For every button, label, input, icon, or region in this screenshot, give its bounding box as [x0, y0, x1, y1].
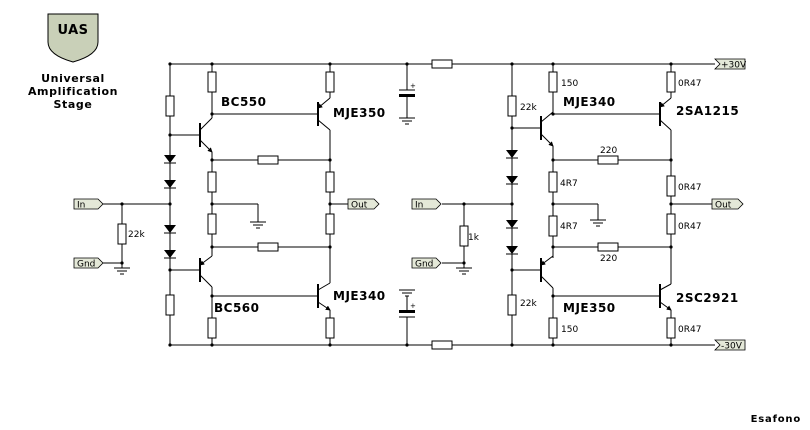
right-out-emitter-bottom-label: 0R47 — [678, 222, 701, 232]
rail-resistor-bottom — [431, 340, 453, 350]
svg-text:+: + — [410, 302, 416, 310]
svg-text:In: In — [77, 201, 85, 211]
svg-text:Gnd: Gnd — [415, 260, 433, 270]
right-input-resistor-label: 1k — [468, 233, 480, 243]
right-feedback-top-label: 220 — [600, 146, 617, 156]
decoupling-cap-top: + — [398, 64, 416, 125]
title-line-1: Universal — [41, 72, 105, 85]
left-bias-resistor-top — [165, 95, 175, 117]
left-input-resistor — [117, 223, 127, 245]
port-gnd-right: Gnd — [411, 257, 442, 270]
svg-text:Out: Out — [715, 201, 732, 211]
right-q4-label: 2SC2921 — [676, 291, 739, 305]
right-q1-label: MJE340 — [563, 95, 616, 109]
right-bias-bottom-label: 22k — [520, 299, 537, 309]
svg-text:+30V: +30V — [721, 61, 747, 71]
logo: UAS Universal Amplification Stage — [28, 13, 118, 111]
right-emitter-top-label: 4R7 — [560, 179, 578, 189]
port-in-left: In — [73, 198, 104, 211]
svg-text:-30V: -30V — [721, 342, 743, 352]
svg-text:Out: Out — [351, 201, 368, 211]
credit-text: Esafono — [751, 414, 801, 425]
svg-text:+: + — [410, 82, 416, 90]
port-in-right: In — [411, 198, 442, 211]
svg-text:In: In — [415, 201, 423, 211]
svg-text:Gnd: Gnd — [77, 260, 95, 270]
title-line-2: Amplification — [28, 85, 118, 98]
port-out-left: Out — [347, 198, 380, 211]
title-line-3: Stage — [54, 98, 93, 111]
right-driver-top-label: 150 — [561, 79, 578, 89]
right-driver-bottom-label: 150 — [561, 325, 578, 335]
port-vneg: -30V — [714, 339, 746, 352]
right-bias-top-label: 22k — [520, 103, 537, 113]
right-emitter-bottom-label: 4R7 — [560, 222, 578, 232]
left-circuit: 22k BC550 BC560 — [100, 64, 386, 345]
right-out-collector-top-label: 0R47 — [678, 79, 701, 89]
left-bias-resistor-bottom — [165, 294, 175, 316]
port-vpos: +30V — [714, 58, 747, 71]
left-q4-label: MJE340 — [333, 289, 386, 303]
left-q1-label: BC550 — [221, 95, 267, 109]
right-out-collector-bottom-label: 0R47 — [678, 325, 701, 335]
power-rails — [170, 59, 715, 350]
left-q2-label: MJE350 — [333, 106, 386, 120]
decoupling-cap-bottom: + — [398, 289, 416, 345]
logo-text: UAS — [57, 23, 88, 38]
right-q2-label: 2SA1215 — [676, 104, 739, 118]
port-out-right: Out — [711, 198, 744, 211]
left-input-resistor-label: 22k — [128, 230, 145, 240]
right-q3-label: MJE350 — [563, 301, 616, 315]
junction-dots — [120, 62, 673, 347]
right-out-emitter-top-label: 0R47 — [678, 183, 701, 193]
port-gnd-left: Gnd — [73, 257, 104, 270]
right-feedback-bottom-label: 220 — [600, 254, 617, 264]
left-q3-label: BC560 — [214, 301, 260, 315]
right-circuit: 22k 22k 1k MJE340 150 4R7 — [442, 64, 739, 345]
rail-resistor-top — [431, 59, 453, 69]
